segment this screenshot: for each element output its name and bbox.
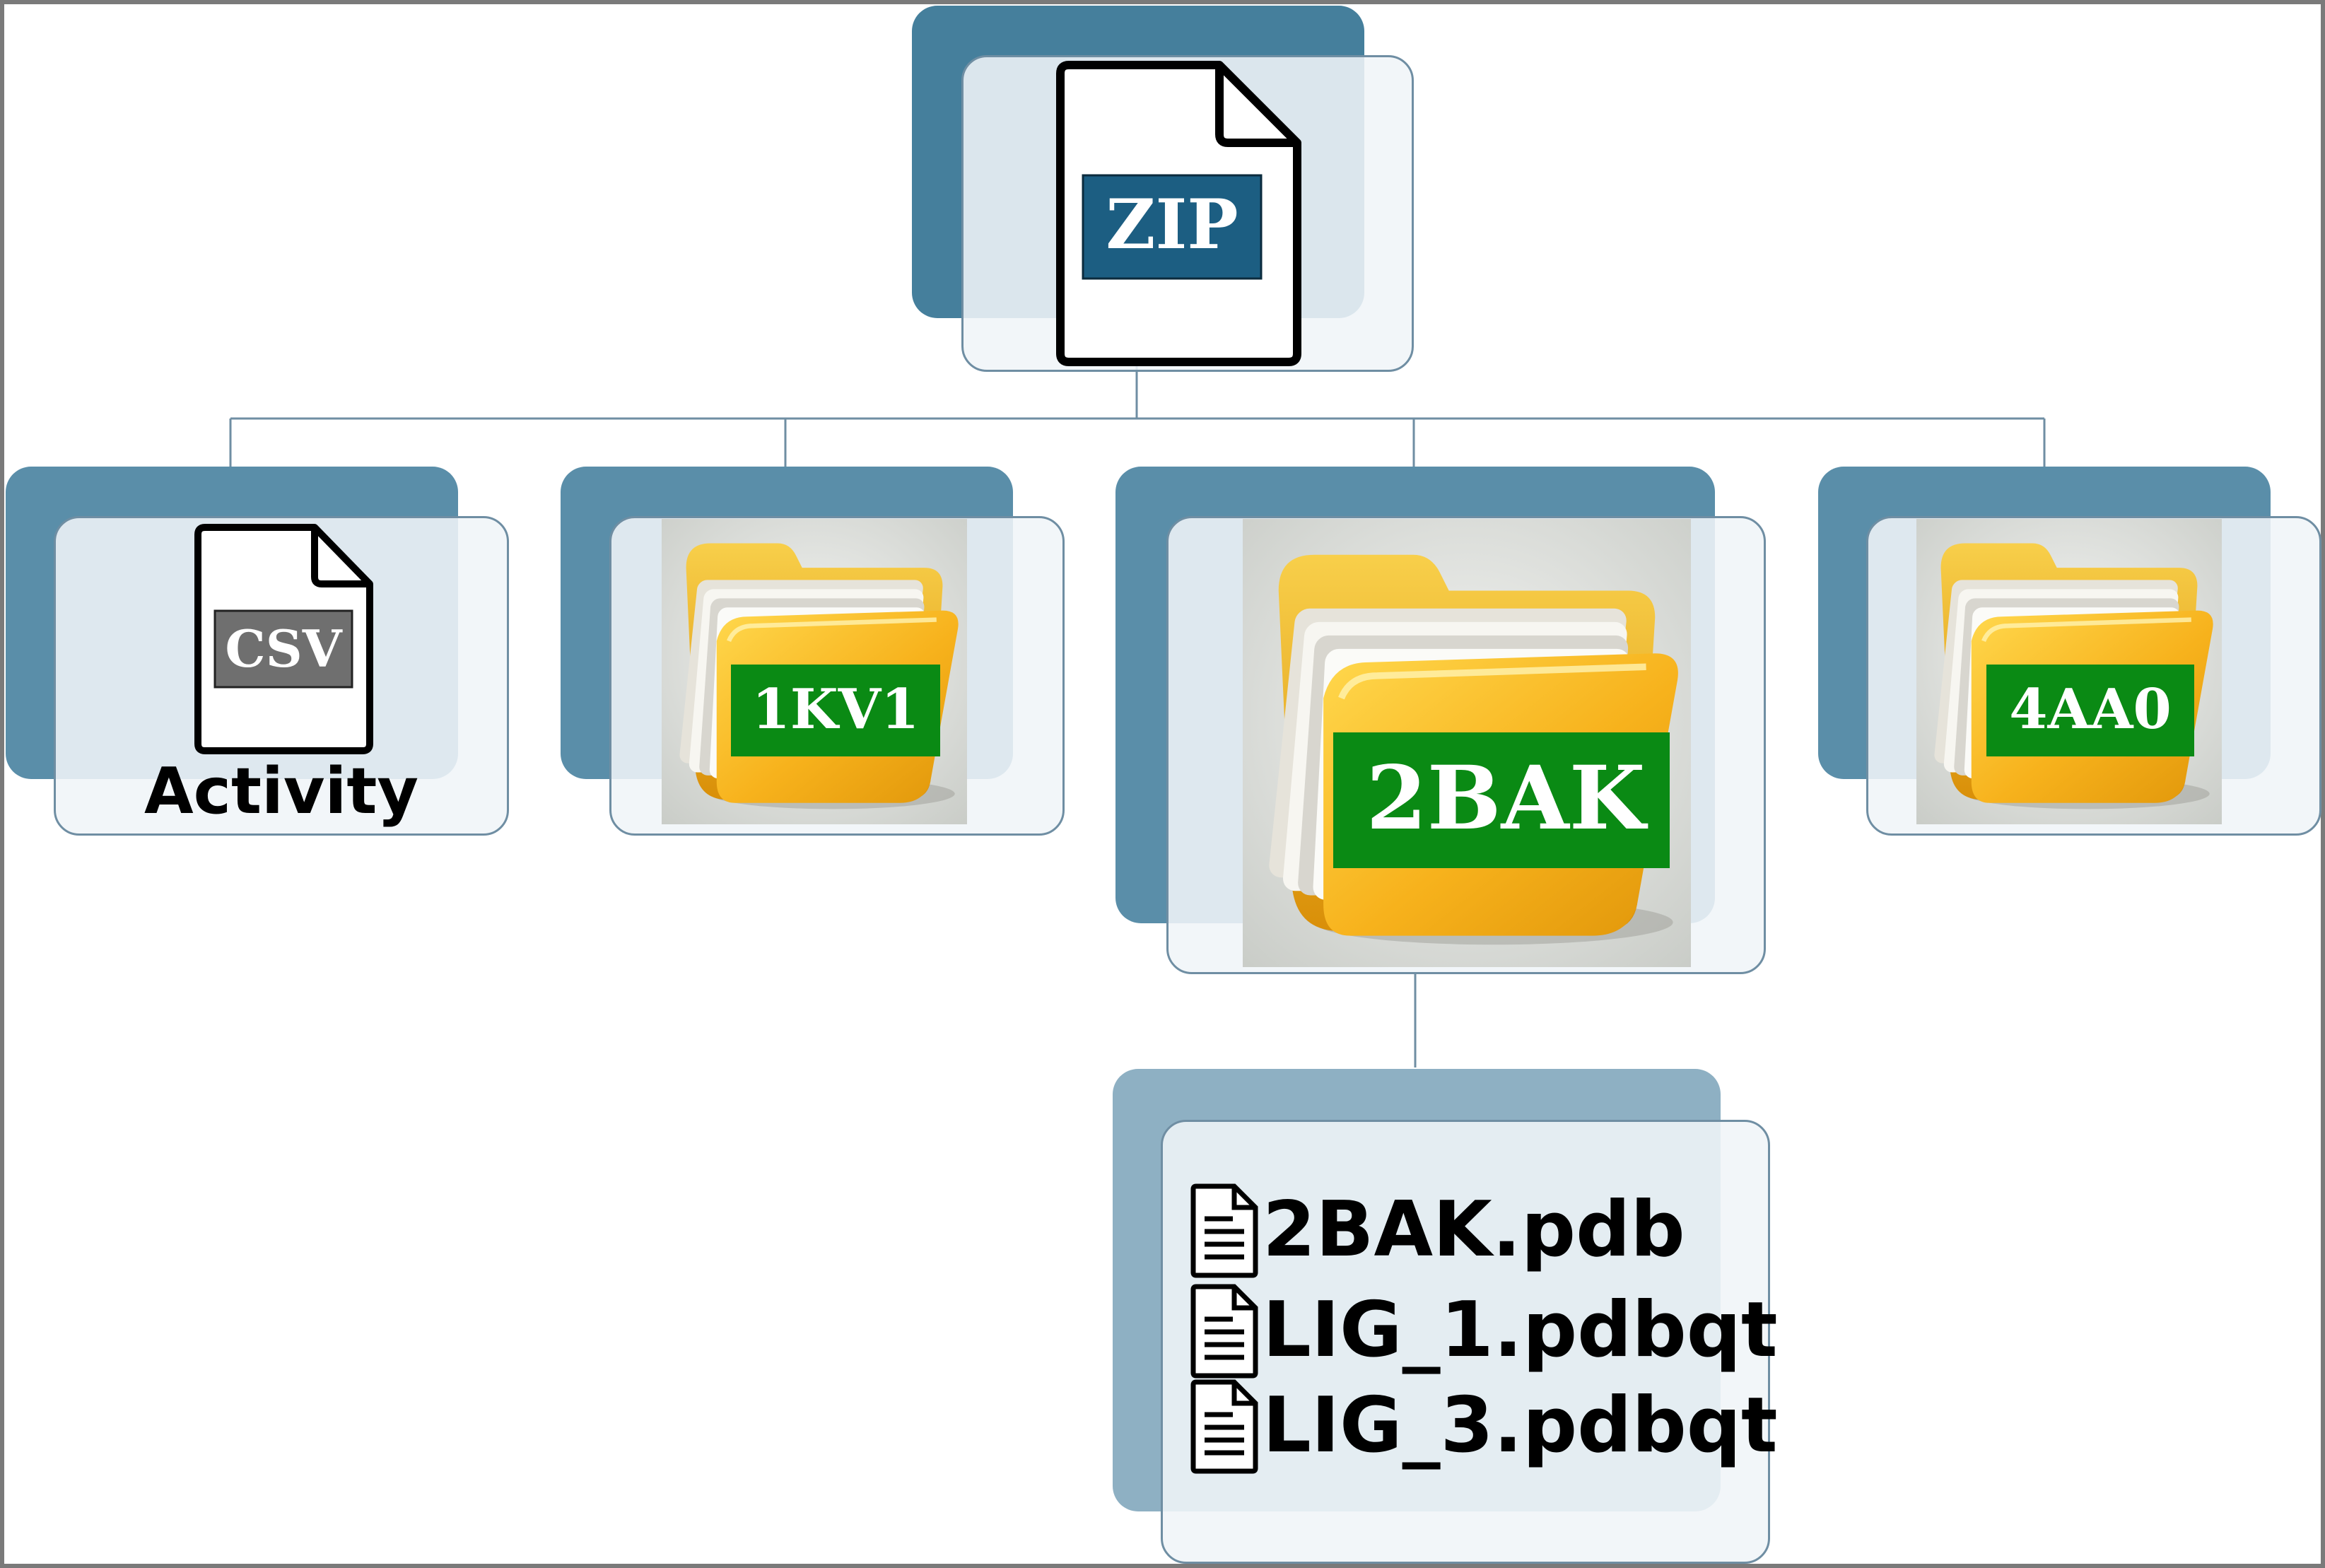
- csv-badge-bg: [213, 609, 353, 689]
- folder-2bak-badge-bg: [1333, 732, 1670, 868]
- file-list-item[interactable]: 2BAK.pdb: [1263, 1192, 1685, 1268]
- document-icon: [1190, 1183, 1258, 1278]
- file-name: LIG_1.pdbqt: [1263, 1286, 1778, 1374]
- folder-1kv1-label: 1KV1: [752, 677, 920, 742]
- file-list-item[interactable]: LIG_3.pdbqt: [1263, 1388, 1778, 1464]
- folder-2bak-label: 2BAK: [1366, 747, 1648, 850]
- csv-caption: Activity: [144, 754, 418, 829]
- zip-badge-label: ZIP: [1106, 185, 1238, 264]
- zip-badge-bg: [1082, 174, 1263, 280]
- contents-node[interactable]: [1161, 1120, 1770, 1564]
- document-icon: [1190, 1379, 1258, 1474]
- document-icon: [1190, 1284, 1258, 1379]
- file-list-item[interactable]: LIG_1.pdbqt: [1263, 1292, 1778, 1369]
- file-name: LIG_3.pdbqt: [1263, 1381, 1778, 1470]
- folder-4aa0-badge-bg: [1986, 665, 2194, 756]
- folder-1kv1-badge-bg: [731, 665, 940, 756]
- csv-badge-label: CSV: [225, 619, 342, 679]
- folder-4aa0-label: 4AA0: [2009, 677, 2172, 742]
- file-name: 2BAK.pdb: [1263, 1186, 1685, 1274]
